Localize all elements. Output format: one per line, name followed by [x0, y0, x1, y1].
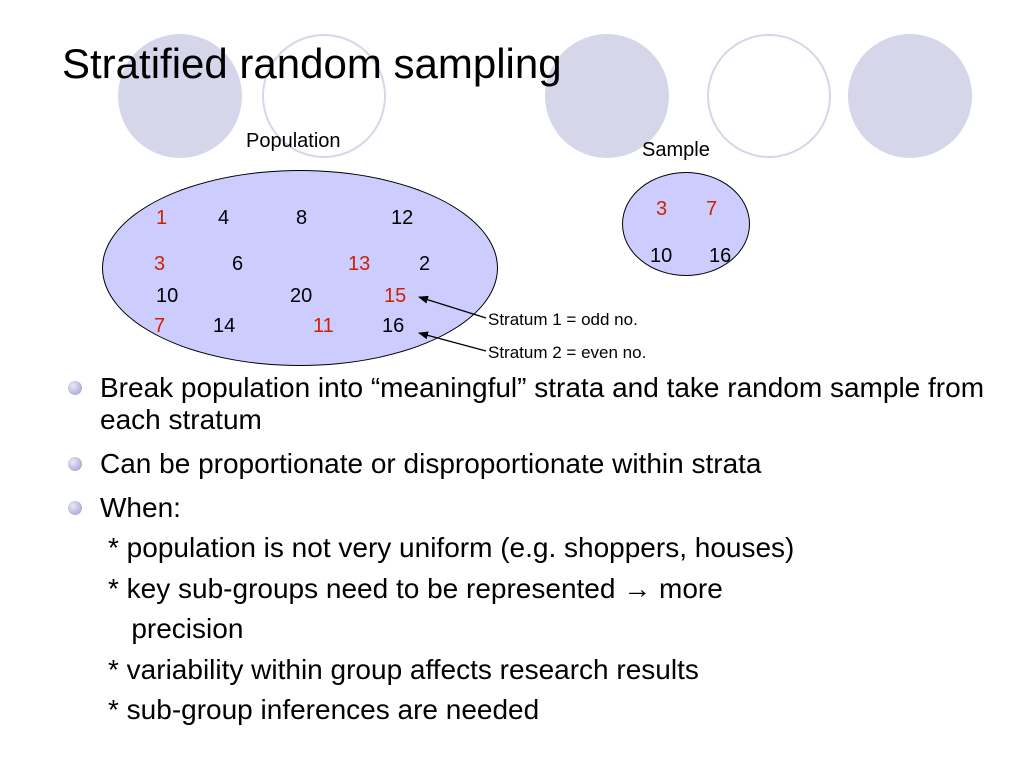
odd-number: 15 [384, 285, 407, 307]
odd-number: 3 [154, 253, 166, 275]
even-number: 14 [213, 315, 236, 337]
even-number: 4 [218, 207, 230, 229]
even-number: 20 [290, 285, 313, 307]
bullet-list: Break population into “meaningful” strat… [62, 372, 1002, 536]
decorative-circle [118, 34, 242, 158]
odd-number: 1 [156, 207, 168, 229]
bullet-dot-icon [68, 457, 82, 471]
sample-label: Sample [642, 139, 710, 161]
bullet-text: Break population into “meaningful” strat… [100, 372, 985, 435]
sub-point: precision [108, 613, 244, 644]
sub-point-list: * population is not very uniform (e.g. s… [108, 528, 1008, 731]
bullet-dot-icon [68, 381, 82, 395]
sub-point: * variability within group affects resea… [108, 653, 699, 685]
odd-number: 11 [313, 315, 334, 337]
bullet-text: When: [100, 492, 181, 523]
even-number: 16 [382, 315, 405, 337]
decorative-circle-outline [262, 34, 386, 158]
odd-number: 7 [706, 198, 718, 220]
even-number: 2 [419, 253, 431, 275]
bullet-item: Can be proportionate or disproportionate… [62, 448, 1002, 480]
sub-point: * population is not very uniform (e.g. s… [108, 532, 795, 563]
decorative-circle [848, 34, 972, 158]
odd-number: 3 [656, 198, 668, 220]
sample-ellipse [622, 172, 750, 276]
decorative-circle-outline [707, 34, 831, 158]
even-number: 16 [709, 245, 732, 267]
odd-number: 13 [348, 253, 371, 275]
slide-title: Stratified random sampling [62, 40, 562, 87]
sub-point: * sub-group inferences are needed [108, 694, 540, 725]
even-number: 8 [296, 207, 308, 229]
odd-number: 7 [154, 315, 166, 337]
even-number: 12 [391, 207, 414, 229]
population-label: Population [246, 130, 341, 152]
bullet-item: When: [62, 492, 1002, 524]
even-number: 10 [156, 285, 179, 307]
sub-point: * key sub-groups need to be represented … [108, 572, 723, 604]
even-number: 10 [650, 245, 673, 267]
bullet-dot-icon [68, 501, 82, 515]
stratum2-label: Stratum 2 = even no. [488, 343, 647, 362]
bullet-item: Break population into “meaningful” strat… [62, 372, 1002, 436]
decorative-circle [545, 34, 669, 158]
even-number: 6 [232, 253, 244, 275]
stratum1-label: Stratum 1 = odd no. [488, 310, 638, 329]
bullet-text: Can be proportionate or disproportionate… [100, 448, 762, 479]
